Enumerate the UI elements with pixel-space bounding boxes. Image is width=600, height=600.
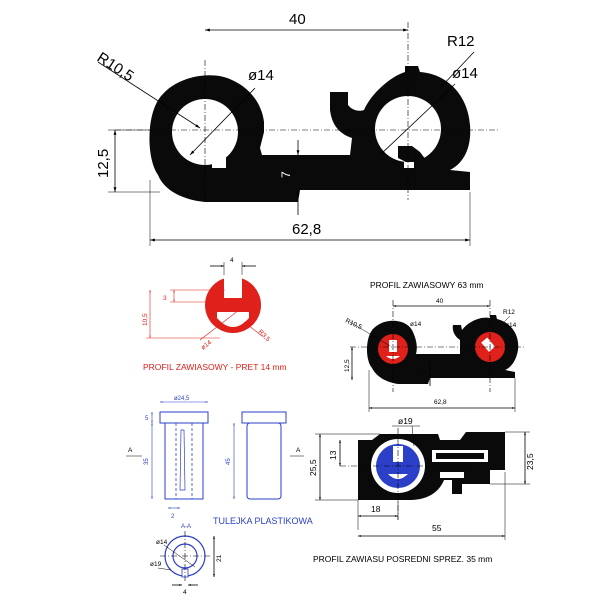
bushing-flange (159, 411, 209, 424)
main-dim-12-5: 12,5 (95, 149, 112, 178)
bushing-caption: TULEJKA PLASTIKOWA (213, 516, 313, 526)
bushing-dim-35: 35 (144, 458, 150, 465)
red-dim-4: 4 (230, 257, 234, 264)
main-hinge-profile (149, 66, 471, 202)
red-profile-pocket (217, 312, 249, 327)
small-r12-leader (499, 315, 511, 327)
bushing-dim-dia19: ø19 (150, 561, 162, 568)
red-dim-3: 3 (163, 295, 167, 302)
intermediate-channel-inner (436, 453, 484, 459)
bushing-section-a-right: A (296, 447, 301, 454)
small-dim-dia-right: ø14 (505, 322, 517, 329)
red-r-leader (243, 321, 263, 337)
red-dia-leader (199, 299, 253, 341)
small-profile-title: PROFIL ZAWIASOWY 63 mm (370, 280, 484, 290)
bushing-front-view (159, 411, 209, 500)
small-dim-r12: R12 (503, 309, 515, 316)
intermediate-dim-18: 18 (371, 504, 381, 514)
main-dim-40: 40 (289, 11, 306, 28)
intermediate-caption: PROFIL ZAWIASU POSREDNI SPREZ. 35 mm (313, 554, 492, 564)
intermediate-dim-25-5: 25,5 (308, 459, 318, 476)
small-dim-12-5: 12,5 (344, 359, 351, 372)
red-dim-dia: ø14 (200, 339, 213, 352)
bushing-dia19-leader (157, 567, 172, 571)
bushing-dia14-leader (163, 544, 196, 568)
bushing-dim-2: 2 (171, 514, 175, 520)
main-dim-r12: R12 (447, 33, 475, 50)
main-dim-dia-left: ø14 (248, 67, 274, 84)
main-dim-62-8: 62,8 (292, 221, 321, 238)
bushing-dim-45: 45 (226, 458, 232, 465)
main-dim-r10-5: R10,5 (94, 49, 137, 85)
main-r10-5-leader (97, 61, 201, 129)
red-dim-10-5: 10,5 (142, 313, 149, 326)
bushing-section-title: A-A (181, 524, 191, 530)
small-dim-40: 40 (436, 298, 444, 305)
bushing-side-body (246, 422, 282, 500)
small-dim-62-8: 62,8 (434, 399, 447, 406)
small-dim-dia-left: ø14 (410, 321, 422, 328)
small-hinge-profile (366, 315, 519, 384)
bushing-dim-4: 4 (183, 589, 187, 596)
main-right-notch (404, 162, 414, 168)
red-dim-r: R3,5 (257, 328, 272, 343)
main-right-slot (398, 146, 426, 164)
red-profile-caption: PROFIL ZAWIASOWY - PRET 14 mm (143, 362, 287, 372)
main-profile-body (149, 66, 471, 202)
small-dim-7: 7 (422, 370, 429, 374)
bushing-slit (179, 429, 186, 491)
intermediate-dim-dia19: ø19 (398, 416, 413, 426)
main-dia-left-leader (189, 87, 256, 156)
main-dim-7: 7 (279, 171, 293, 178)
bushing-body (164, 422, 204, 500)
small-right-hole-slot (481, 337, 495, 352)
bushing-side-flange (241, 411, 287, 424)
bushing-dim-5: 5 (145, 416, 149, 422)
intermediate-dim-13: 13 (328, 450, 338, 460)
bushing-dim-dia14: ø14 (156, 539, 168, 546)
main-r12-leader (439, 51, 475, 89)
intermediate-foot-gap (440, 472, 464, 478)
intermediate-dim-23-5: 23,5 (525, 453, 535, 470)
bushing-dim-21: 21 (216, 554, 223, 562)
main-dim-dia-right: ø14 (452, 65, 478, 82)
bushing-dim-dia-top: ø24,5 (174, 396, 190, 402)
main-left-slot (212, 148, 226, 168)
red-rod-profile (205, 274, 261, 333)
intermediate-dim-55: 55 (432, 523, 442, 533)
intermediate-dia19-leader (411, 425, 415, 447)
small-profile-body (366, 315, 519, 384)
bushing-side-view (241, 411, 287, 500)
main-dia-right-leader (379, 83, 456, 156)
bushing-section-a-left: A (128, 447, 133, 454)
red-profile-slot (224, 274, 242, 298)
small-r10-5-leader (349, 321, 391, 347)
